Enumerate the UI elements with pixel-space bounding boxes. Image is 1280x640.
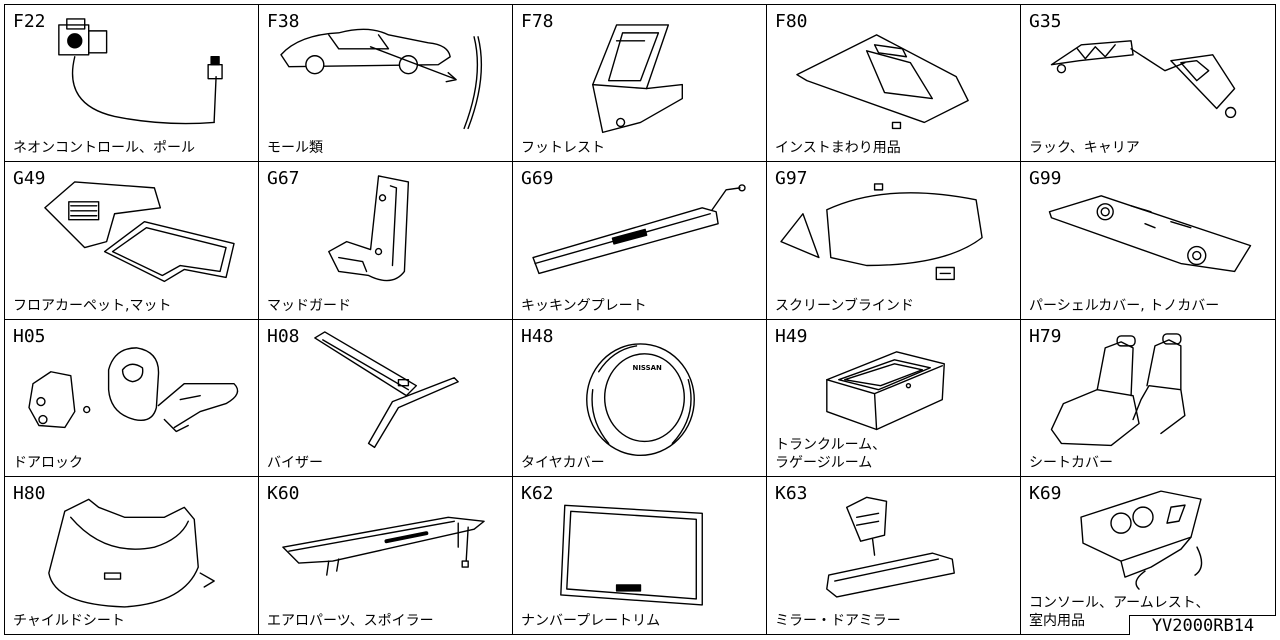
part-label: ラック、キャリア — [1029, 140, 1140, 157]
part-label: フットレスト — [521, 140, 605, 157]
part-code: G67 — [267, 168, 300, 190]
part-label: トランクルーム、 ラゲージルーム — [775, 436, 887, 471]
part-label: モール類 — [267, 140, 323, 157]
part-label: スクリーンブラインド — [775, 297, 914, 314]
part-label: チャイルドシート — [13, 613, 125, 629]
part-label: コンソール、アームレスト、 室内用品 — [1029, 595, 1210, 629]
part-code: G49 — [13, 168, 46, 190]
part-cell-k63[interactable]: K63 ミラー・ドアミラー — [767, 476, 1021, 634]
part-cell-g49[interactable]: G49 フロアカーペット,マット — [5, 162, 259, 320]
part-code: F22 — [13, 11, 46, 32]
part-cell-h79[interactable]: H79 シートカバー — [1021, 319, 1275, 477]
part-cell-h08[interactable]: H08 バイザー — [259, 319, 513, 477]
part-code: K62 — [521, 482, 554, 504]
part-cell-k69[interactable]: K69 コンソール、アームレスト、 室内用品 — [1021, 476, 1275, 634]
part-cell-f80[interactable]: F80 インストまわり用品 — [767, 5, 1021, 163]
part-label: ナンバープレートリム — [521, 613, 661, 629]
part-cell-f22[interactable]: F22 ネオンコントロール、ポール — [5, 5, 259, 163]
part-code: G69 — [521, 168, 554, 190]
part-label: ネオンコントロール、ポール — [13, 140, 195, 157]
part-code: H05 — [13, 325, 46, 347]
part-cell-g99[interactable]: G99 パーシェルカバー, トノカバー — [1021, 162, 1275, 320]
part-cell-g67[interactable]: G67 マッドガード — [259, 162, 513, 320]
part-cell-g35[interactable]: G35 ラック、キャリア — [1021, 5, 1275, 163]
part-code: K60 — [267, 482, 300, 504]
tire-cover-logo: NISSAN — [633, 363, 662, 371]
part-label: インストまわり用品 — [775, 140, 901, 157]
part-cell-f78[interactable]: F78 フットレスト — [513, 5, 767, 163]
part-cell-h80[interactable]: H80 チャイルドシート — [5, 476, 259, 634]
part-code: H80 — [13, 482, 46, 504]
part-label: フロアカーペット,マット — [13, 297, 172, 314]
document-id: YV2000RB14 — [1129, 615, 1276, 636]
part-label: ドアロック — [13, 454, 83, 471]
part-code: H08 — [267, 325, 300, 347]
part-code: G35 — [1029, 11, 1062, 32]
part-cell-f38[interactable]: F38 モール類 — [259, 5, 513, 163]
part-cell-h05[interactable]: H05 ドアロック — [5, 319, 259, 477]
part-label: タイヤカバー — [521, 454, 605, 471]
part-code: G99 — [1029, 168, 1062, 190]
part-cell-h49[interactable]: H49 トランクルーム、 ラゲージルーム — [767, 319, 1021, 477]
part-cell-g69[interactable]: G69 キッキングプレート — [513, 162, 767, 320]
part-cell-g97[interactable]: G97 スクリーンブラインド — [767, 162, 1021, 320]
part-label: キッキングプレート — [521, 297, 647, 314]
part-label: マッドガード — [267, 297, 351, 314]
part-code: K63 — [775, 482, 808, 504]
part-code: H49 — [775, 325, 808, 347]
part-code: H79 — [1029, 325, 1062, 347]
part-cell-k60[interactable]: K60 エアロパーツ、スポイラー — [259, 476, 513, 634]
part-code: K69 — [1029, 482, 1062, 504]
parts-catalog-grid: F22 ネオンコントロール、ポール F38 モール類 F78 フットレスト — [4, 4, 1276, 635]
part-cell-h48[interactable]: H48 NISSAN タイヤカバー — [513, 319, 767, 477]
part-label: シートカバー — [1029, 454, 1113, 471]
part-code: F38 — [267, 11, 300, 32]
part-label: エアロパーツ、スポイラー — [267, 613, 434, 629]
part-label: バイザー — [267, 454, 323, 471]
part-code: H48 — [521, 325, 554, 347]
part-label: ミラー・ドアミラー — [775, 613, 901, 629]
part-code: F78 — [521, 11, 554, 32]
part-code: F80 — [775, 11, 808, 32]
part-label: パーシェルカバー, トノカバー — [1029, 297, 1220, 314]
part-cell-k62[interactable]: K62 ナンバープレートリム — [513, 476, 767, 634]
part-code: G97 — [775, 168, 808, 190]
